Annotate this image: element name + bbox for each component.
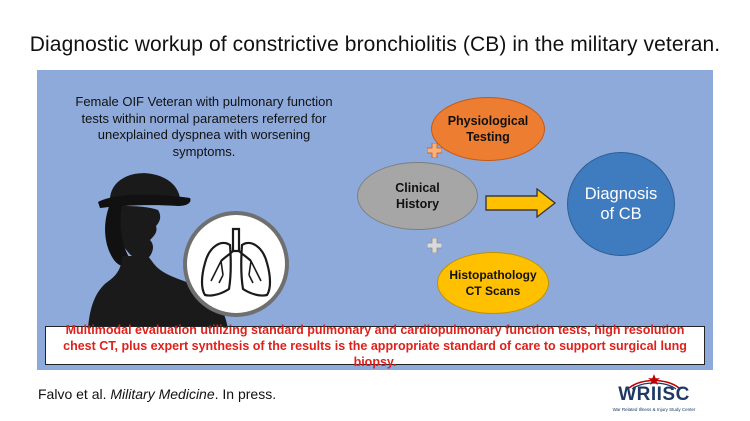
diagnosis-label-line2: of CB — [600, 205, 642, 223]
plus-icon-top — [427, 143, 442, 158]
logo-arc-icon — [628, 374, 680, 390]
citation-status: . In press. — [214, 386, 277, 402]
logo-name: WRIISC — [618, 384, 690, 405]
citation-authors: Falvo et al. — [38, 386, 111, 402]
histopathology-label-line1: Histopathology — [449, 268, 537, 282]
lungs-icon — [183, 211, 289, 317]
veteran-silhouette-icon — [88, 173, 228, 329]
clinical-label-line2: History — [395, 197, 440, 211]
citation-journal: Military Medicine — [110, 386, 215, 402]
diagnosis-label-line1: Diagnosis — [584, 185, 658, 203]
physiological-label-line2: Testing — [466, 130, 510, 144]
histopathology-ct-node: Histopathology CT Scans — [437, 252, 549, 314]
logo-subtitle: War Related Illness & Injury Study Cente… — [612, 407, 696, 412]
page-title: Diagnostic workup of constrictive bronch… — [29, 33, 721, 56]
clinical-label-line1: Clinical — [395, 181, 440, 195]
veteran-description: Female OIF Veteran with pulmonary functi… — [75, 94, 333, 159]
arrow-right-icon — [485, 188, 557, 218]
physiological-label-line1: Physiological — [447, 114, 529, 128]
citation: Falvo et al. Military Medicine. In press… — [38, 386, 276, 402]
conclusion-box: Multimodal evaluation utilizing standard… — [45, 323, 705, 369]
diagnosis-node: Diagnosis of CB — [567, 152, 675, 256]
conclusion-text: Multimodal evaluation utilizing standard… — [63, 322, 687, 369]
histopathology-label-line2: CT Scans — [465, 284, 521, 298]
wriisc-logo: WRIISC War Related Illness & Injury Stud… — [607, 374, 701, 418]
plus-icon-bottom — [427, 238, 442, 253]
